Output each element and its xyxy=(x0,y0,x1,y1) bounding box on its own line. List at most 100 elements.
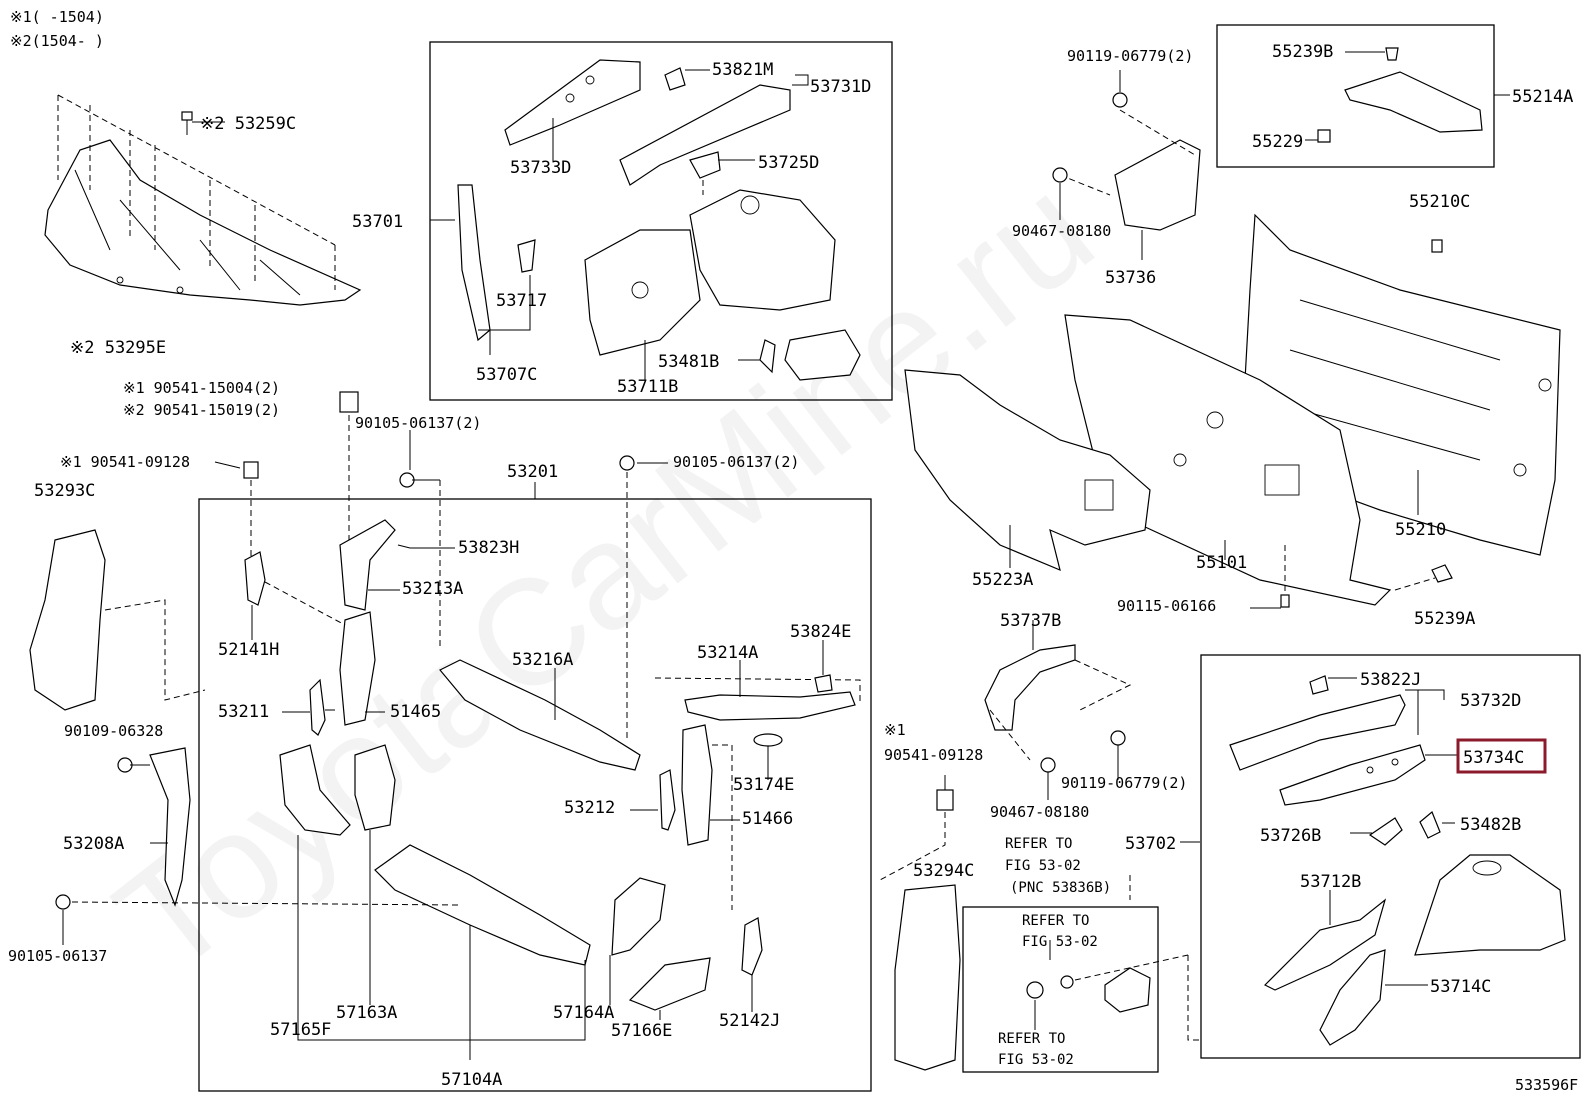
part-53712B[interactable] xyxy=(1263,898,1387,991)
label-53725D[interactable]: 53725D xyxy=(758,153,819,173)
label-53726B[interactable]: 53726B xyxy=(1260,826,1321,846)
label-90105-c[interactable]: 90105-06137 xyxy=(8,947,107,965)
label-53481B[interactable]: 53481B xyxy=(658,352,719,372)
part-57164A[interactable] xyxy=(611,877,666,956)
clip-90467-a[interactable] xyxy=(1052,167,1068,183)
label-53259C[interactable]: ※2 53259C xyxy=(200,114,296,134)
label-90105-b[interactable]: 90105-06137(2) xyxy=(673,453,799,471)
bolt-90105b[interactable] xyxy=(619,455,635,471)
part-51466[interactable] xyxy=(681,724,713,846)
part-53295E[interactable] xyxy=(44,139,362,306)
label-57166E[interactable]: 57166E xyxy=(611,1021,672,1041)
label-53731D[interactable]: 53731D xyxy=(810,77,871,97)
label-57165F[interactable]: 57165F xyxy=(270,1020,331,1040)
bolt-90105c[interactable] xyxy=(55,894,71,910)
part-53208A[interactable] xyxy=(149,747,191,907)
label-90541-b[interactable]: ※1 90541-09128 xyxy=(60,453,190,471)
label-55101[interactable]: 55101 xyxy=(1196,553,1247,573)
label-53174E[interactable]: 53174E xyxy=(733,775,794,795)
clip-53259C[interactable] xyxy=(181,111,193,135)
label-57163A[interactable]: 57163A xyxy=(336,1003,397,1023)
label-90119-b[interactable]: 90119-06779(2) xyxy=(1061,774,1187,792)
label-55229[interactable]: 55229 xyxy=(1252,132,1303,152)
label-53701[interactable]: 53701 xyxy=(352,212,403,232)
part-53737B[interactable] xyxy=(984,644,1076,731)
label-53702[interactable]: 53702 xyxy=(1125,834,1176,854)
label-53733D[interactable]: 53733D xyxy=(510,158,571,178)
label-53293C[interactable]: 53293C xyxy=(34,481,95,501)
label-53216A[interactable]: 53216A xyxy=(512,650,573,670)
label-53821M[interactable]: 53821M xyxy=(712,60,773,80)
part-57165F[interactable] xyxy=(279,744,351,836)
washer-refer[interactable] xyxy=(1060,975,1074,989)
label-55239A[interactable]: 55239A xyxy=(1414,609,1475,629)
bolt-90541b[interactable] xyxy=(243,461,259,479)
label-51466[interactable]: 51466 xyxy=(742,809,793,829)
part-55101[interactable] xyxy=(1064,314,1392,606)
label-90541-c[interactable]: 90541-09128 xyxy=(884,746,983,764)
part-53216A[interactable] xyxy=(439,659,641,771)
label-55214A[interactable]: 55214A xyxy=(1512,87,1573,107)
part-53714C[interactable] xyxy=(1319,949,1386,1046)
label-53214A[interactable]: 53214A xyxy=(697,643,758,663)
clip-55239A[interactable] xyxy=(1431,564,1453,583)
label-53707C[interactable]: 53707C xyxy=(476,365,537,385)
label-53714C[interactable]: 53714C xyxy=(1430,977,1491,997)
label-53717[interactable]: 53717 xyxy=(496,291,547,311)
clip-90115[interactable] xyxy=(1280,594,1290,608)
part-52141H[interactable] xyxy=(244,551,266,606)
label-53482B[interactable]: 53482B xyxy=(1460,815,1521,835)
part-53725D[interactable] xyxy=(689,151,721,179)
label-52141H[interactable]: 52141H xyxy=(218,640,279,660)
part-52142J[interactable] xyxy=(741,917,763,976)
part-57104A[interactable] xyxy=(374,844,591,966)
part-51465[interactable] xyxy=(339,611,376,726)
part-57163A[interactable] xyxy=(354,744,396,831)
part-53736[interactable] xyxy=(1114,139,1201,231)
label-53208A[interactable]: 53208A xyxy=(63,834,124,854)
label-53824E[interactable]: 53824E xyxy=(790,622,851,642)
label-90105-a[interactable]: 90105-06137(2) xyxy=(355,414,481,432)
label-55210[interactable]: 55210 xyxy=(1395,520,1446,540)
label-90541-a1[interactable]: ※1 90541-15004(2) xyxy=(123,379,280,397)
part-53732D[interactable] xyxy=(1229,675,1406,771)
label-55210C[interactable]: 55210C xyxy=(1409,192,1470,212)
part-53174E[interactable] xyxy=(753,733,783,747)
label-53211[interactable]: 53211 xyxy=(218,702,269,722)
part-53733D[interactable] xyxy=(504,59,641,146)
label-51465[interactable]: 51465 xyxy=(390,702,441,722)
label-53737B[interactable]: 53737B xyxy=(1000,611,1061,631)
part-53293C[interactable] xyxy=(29,529,106,711)
label-90109[interactable]: 90109-06328 xyxy=(64,722,163,740)
part-53214A[interactable] xyxy=(684,674,856,721)
part-53294C[interactable] xyxy=(894,884,961,1071)
label-57164A[interactable]: 57164A xyxy=(553,1003,614,1023)
part-55214A[interactable] xyxy=(1317,47,1483,143)
label-53711B[interactable]: 53711B xyxy=(617,377,678,397)
label-52142J[interactable]: 52142J xyxy=(719,1011,780,1031)
label-53212[interactable]: 53212 xyxy=(564,798,615,818)
part-53212[interactable] xyxy=(659,769,676,831)
label-90467-b[interactable]: 90467-08180 xyxy=(990,803,1089,821)
part-53734C[interactable] xyxy=(1279,744,1426,806)
label-55223A[interactable]: 55223A xyxy=(972,570,1033,590)
part-55223A[interactable] xyxy=(904,369,1151,572)
label-53213A[interactable]: 53213A xyxy=(402,579,463,599)
label-53734C[interactable]: 53734C xyxy=(1463,748,1524,768)
part-53213A[interactable] xyxy=(339,519,396,611)
label-90467-a[interactable]: 90467-08180 xyxy=(1012,222,1111,240)
part-53211[interactable] xyxy=(309,678,326,736)
part-53702-apron[interactable] xyxy=(1414,854,1566,956)
part-53711B[interactable] xyxy=(584,189,836,356)
label-53712B[interactable]: 53712B xyxy=(1300,872,1361,892)
refer-3-line2[interactable]: FIG 53-02 xyxy=(998,1052,1074,1068)
label-53736[interactable]: 53736 xyxy=(1105,268,1156,288)
refer-2-line2[interactable]: FIG 53-02 xyxy=(1022,934,1098,950)
part-53707C[interactable] xyxy=(457,184,536,342)
clip-55210C[interactable] xyxy=(1431,239,1443,253)
label-53201[interactable]: 53201 xyxy=(507,462,558,482)
label-53294C[interactable]: 53294C xyxy=(913,861,974,881)
part-refer-bracket[interactable] xyxy=(1104,967,1151,1013)
part-53731D[interactable] xyxy=(619,67,791,186)
clip-90467-b[interactable] xyxy=(1040,757,1056,773)
